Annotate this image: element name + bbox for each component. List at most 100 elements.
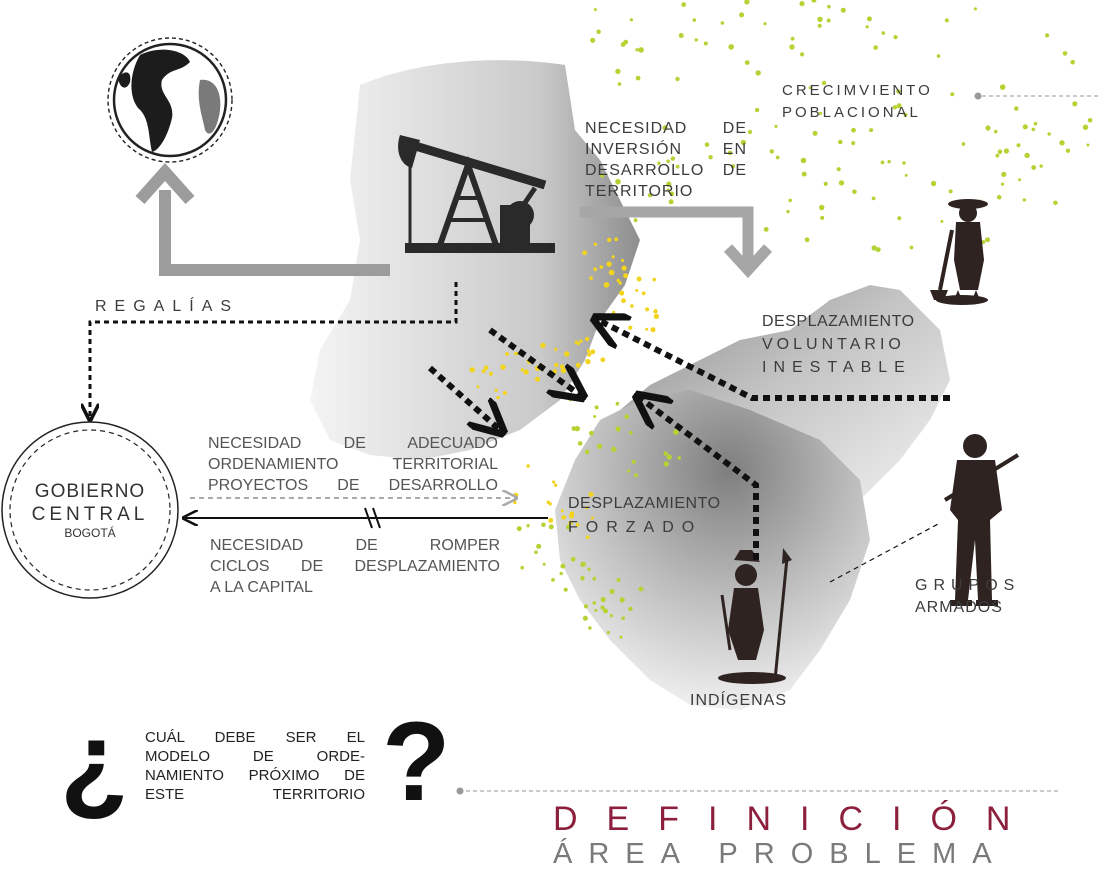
dot <box>866 16 872 22</box>
dot <box>1082 124 1089 130</box>
dot <box>769 149 774 154</box>
dot <box>600 605 605 610</box>
dot <box>1024 152 1030 159</box>
dot <box>657 161 661 165</box>
dot <box>600 357 606 363</box>
forzado-line-2: FORZADO <box>568 519 703 536</box>
dot <box>483 365 489 371</box>
dot <box>621 298 626 304</box>
dot <box>961 142 966 146</box>
dot <box>585 535 590 540</box>
dot <box>1001 171 1007 177</box>
dot <box>852 189 857 195</box>
dot <box>1031 127 1036 132</box>
dot <box>590 37 596 43</box>
crecimiento-line-2: POBLACIONAL <box>782 104 921 121</box>
dot <box>523 369 529 375</box>
gobierno-circle <box>1 421 179 599</box>
dot <box>838 139 843 145</box>
dot <box>821 80 827 86</box>
dot <box>740 139 747 146</box>
dot <box>826 18 831 23</box>
dot <box>641 291 646 296</box>
dot <box>629 18 634 22</box>
dot <box>577 441 583 446</box>
dot <box>812 130 818 136</box>
dot <box>662 125 668 131</box>
dot <box>563 587 568 592</box>
dot <box>675 76 680 82</box>
dot <box>851 127 856 133</box>
dot <box>1039 164 1043 168</box>
dot <box>808 86 812 90</box>
necesidad-inversion-label: NECESIDAD DE INVERSIÓN EN DESARROLLO DE … <box>585 118 747 202</box>
dot <box>819 204 825 211</box>
dot <box>880 160 885 165</box>
dot <box>728 44 734 50</box>
dot <box>996 194 1002 200</box>
dot <box>800 52 805 57</box>
dot <box>593 8 597 12</box>
dot <box>903 112 908 117</box>
dot <box>526 524 530 528</box>
dot <box>503 391 507 395</box>
dot <box>930 180 937 187</box>
inversion-line-1: NECESIDAD DE <box>585 120 747 137</box>
dot <box>800 157 807 164</box>
dot <box>873 45 878 50</box>
gobierno-line-1: GOBIERNO <box>34 481 146 502</box>
dot <box>1072 101 1078 107</box>
question-close-mark: ? <box>382 699 451 824</box>
dot <box>520 565 524 570</box>
dot <box>593 267 598 272</box>
adecuado-line-1: NECESIDAD DE ADECUADO <box>208 435 498 452</box>
globe-icon <box>107 37 233 163</box>
dot <box>496 395 500 400</box>
dot <box>621 265 627 271</box>
dot <box>763 227 769 232</box>
adecuado-line-2: ORDENAMIENTO TERRITORIAL <box>208 456 498 473</box>
dot <box>599 265 604 269</box>
dot <box>514 351 518 356</box>
dot <box>973 7 978 11</box>
dot <box>638 586 644 592</box>
dot <box>902 161 906 165</box>
dot <box>589 276 593 280</box>
dot <box>669 191 675 197</box>
inversion-line-4: TERRITORIO <box>585 183 694 200</box>
dot <box>628 606 633 612</box>
dot <box>638 47 644 53</box>
dot <box>553 483 558 487</box>
dot <box>817 16 823 22</box>
dot <box>851 141 856 146</box>
dot <box>985 237 990 243</box>
dot <box>583 604 589 609</box>
dot <box>606 630 611 635</box>
dot <box>536 543 542 549</box>
dot <box>564 351 570 357</box>
dot <box>560 563 566 569</box>
dot <box>615 178 621 185</box>
dot <box>694 38 698 42</box>
dot <box>820 215 825 220</box>
dot <box>681 2 687 7</box>
dot <box>580 561 586 567</box>
dot <box>607 237 612 243</box>
dot <box>704 142 710 147</box>
dot <box>763 22 767 26</box>
dot <box>836 167 841 172</box>
dot <box>811 0 817 3</box>
dot <box>755 70 761 76</box>
dot <box>999 84 1006 90</box>
dot <box>585 358 591 365</box>
dot <box>1018 178 1022 182</box>
dot <box>871 245 877 251</box>
dot <box>904 173 908 177</box>
dot <box>580 575 585 581</box>
dot <box>666 159 670 164</box>
dot <box>1033 121 1038 126</box>
dot <box>574 340 579 345</box>
necesidad-romper-label: NECESIDAD DE ROMPER CICLOS DE DESPLAZAMI… <box>210 535 500 598</box>
romper-line-3: A LA CAPITAL <box>210 579 313 596</box>
dot <box>582 615 588 621</box>
